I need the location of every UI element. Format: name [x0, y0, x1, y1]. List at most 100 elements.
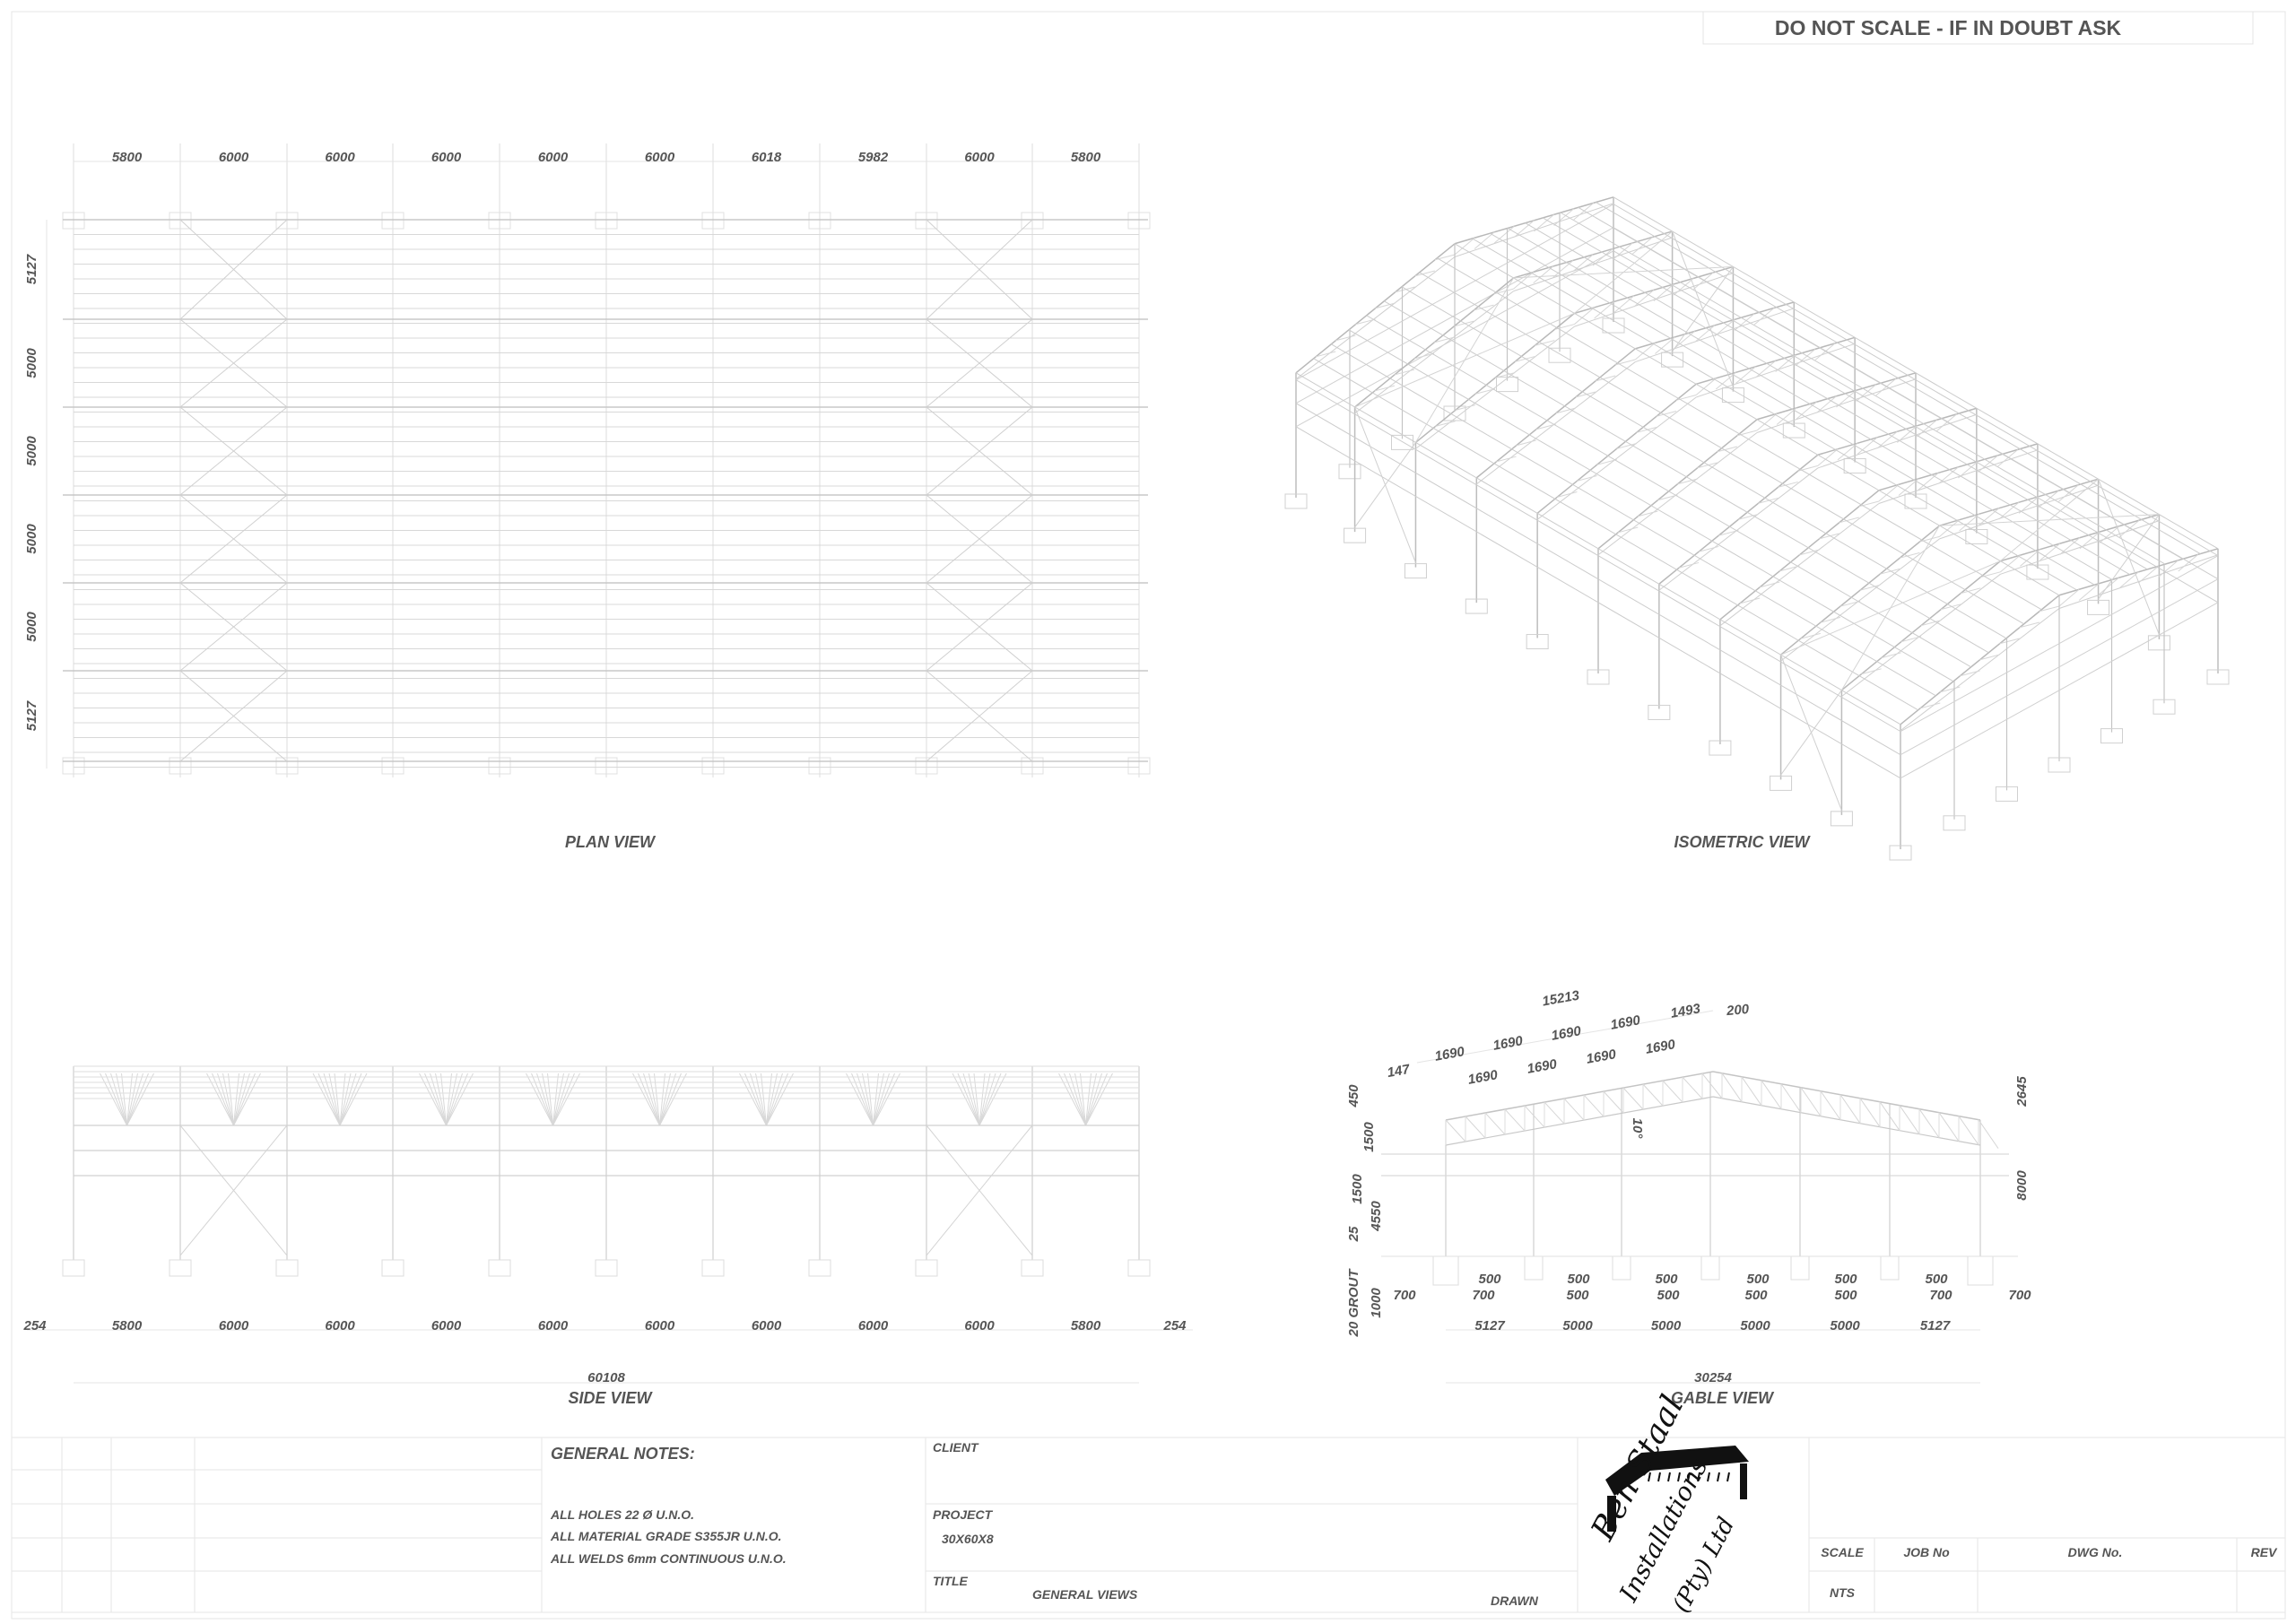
side-girt — [1295, 403, 1901, 756]
truss-web — [1940, 604, 1961, 611]
truss-web — [2020, 549, 2040, 567]
truss-web — [2039, 605, 2060, 612]
truss-web — [1760, 581, 1780, 588]
bracing — [179, 670, 288, 762]
truss-web — [1674, 330, 1695, 349]
truss-web — [1692, 272, 1714, 290]
truss-web — [2079, 531, 2100, 550]
truss-web — [1592, 248, 1613, 266]
footing — [1284, 493, 1308, 509]
truss-web — [978, 1073, 991, 1126]
bottom-chord — [1658, 467, 1819, 591]
footing — [1965, 528, 1988, 544]
gable-height-dimension: 1000 — [1369, 1288, 1384, 1318]
truss-web — [1454, 320, 1474, 327]
footing — [2048, 757, 2071, 773]
purlin — [1295, 372, 1901, 725]
truss-web — [1979, 508, 2000, 525]
top-chord — [1712, 1071, 1981, 1121]
truss-web — [1800, 632, 1821, 639]
truss-web — [1673, 278, 1694, 296]
truss-web — [105, 1073, 127, 1126]
footing — [1612, 1255, 1631, 1281]
truss-web — [648, 1073, 660, 1126]
purlin — [1313, 358, 1918, 711]
plan-bay-dimension: 6018 — [752, 150, 782, 165]
footing — [1648, 704, 1671, 720]
footing — [1889, 845, 1912, 861]
truss-web — [1596, 459, 1617, 465]
truss-web — [1534, 213, 1554, 232]
truss-web — [1544, 1101, 1565, 1125]
truss-web — [1920, 620, 1942, 627]
bracing — [179, 494, 288, 584]
truss-web — [1433, 336, 1455, 343]
truss-web — [1622, 1087, 1644, 1110]
truss-web — [1335, 334, 1356, 342]
footing-dimension: 500 — [1834, 1288, 1857, 1303]
purlin — [1525, 222, 2130, 576]
rafter-dimension: 1493 — [1669, 1001, 1701, 1021]
truss-web — [1617, 526, 1639, 534]
bottom-chord — [1445, 1096, 1714, 1146]
truss-web — [1575, 391, 1596, 398]
truss-web — [744, 1073, 767, 1126]
gable-girt — [1900, 602, 2219, 779]
footing — [2152, 699, 2176, 715]
truss-web — [1493, 225, 1515, 244]
truss-web — [446, 1073, 468, 1126]
footing-dimension: 700 — [1929, 1288, 1952, 1303]
footing — [2087, 599, 2110, 615]
job-no-label: JOB No — [1903, 1545, 1950, 1559]
truss-web — [1718, 529, 1739, 536]
roof-angle-label: 10° — [1630, 1118, 1645, 1140]
base-plate — [915, 212, 938, 230]
side-girt — [1295, 379, 1901, 733]
footing — [1524, 1255, 1544, 1281]
truss-web — [2038, 490, 2059, 508]
truss-web — [1997, 448, 2019, 467]
truss-web — [1939, 519, 1961, 537]
base-plate — [915, 757, 938, 775]
truss-web — [1394, 369, 1415, 376]
truss-web — [1657, 494, 1678, 501]
truss-web — [1917, 419, 1937, 438]
truss-web — [2158, 560, 2179, 578]
rafter-overall-dimension: 15213 — [1541, 987, 1581, 1009]
gable-height-dimension: 450 — [1346, 1084, 1361, 1108]
truss-web — [1374, 385, 1395, 392]
truss-web — [1535, 340, 1555, 346]
bracing — [926, 318, 1033, 408]
truss-web — [659, 1073, 671, 1126]
truss-web — [1574, 307, 1595, 325]
truss-web — [1474, 388, 1496, 395]
truss-web — [1758, 497, 1779, 504]
footing — [1404, 563, 1427, 579]
gable-girt — [1900, 578, 2219, 756]
logo-roof-rib — [1667, 1472, 1671, 1482]
purlin-spacing: 1690 — [1526, 1056, 1558, 1077]
truss-web — [424, 1073, 447, 1126]
purlin — [1472, 238, 2077, 591]
truss-web — [873, 1073, 884, 1126]
truss-web — [2018, 496, 2039, 514]
truss-web — [1918, 472, 1939, 491]
truss-web — [2019, 621, 2040, 629]
dimension-line — [1416, 1010, 1714, 1064]
truss-web — [1375, 302, 1396, 309]
truss-web — [1701, 1073, 1723, 1099]
truss-web — [873, 1073, 895, 1126]
truss-web — [1656, 411, 1677, 417]
base-plate — [62, 212, 85, 230]
base-plate — [1021, 757, 1044, 775]
logo-roof-icon — [1605, 1446, 1749, 1496]
logo-column-icon — [1740, 1463, 1747, 1499]
logo-roof-rib — [1677, 1472, 1681, 1482]
footing — [1661, 352, 1684, 368]
bottom-chord — [1536, 396, 1697, 520]
truss-web — [2138, 565, 2159, 584]
roof-bracing — [1840, 525, 1940, 690]
truss-web — [1880, 568, 1900, 575]
rev-label: REV — [2251, 1545, 2278, 1559]
